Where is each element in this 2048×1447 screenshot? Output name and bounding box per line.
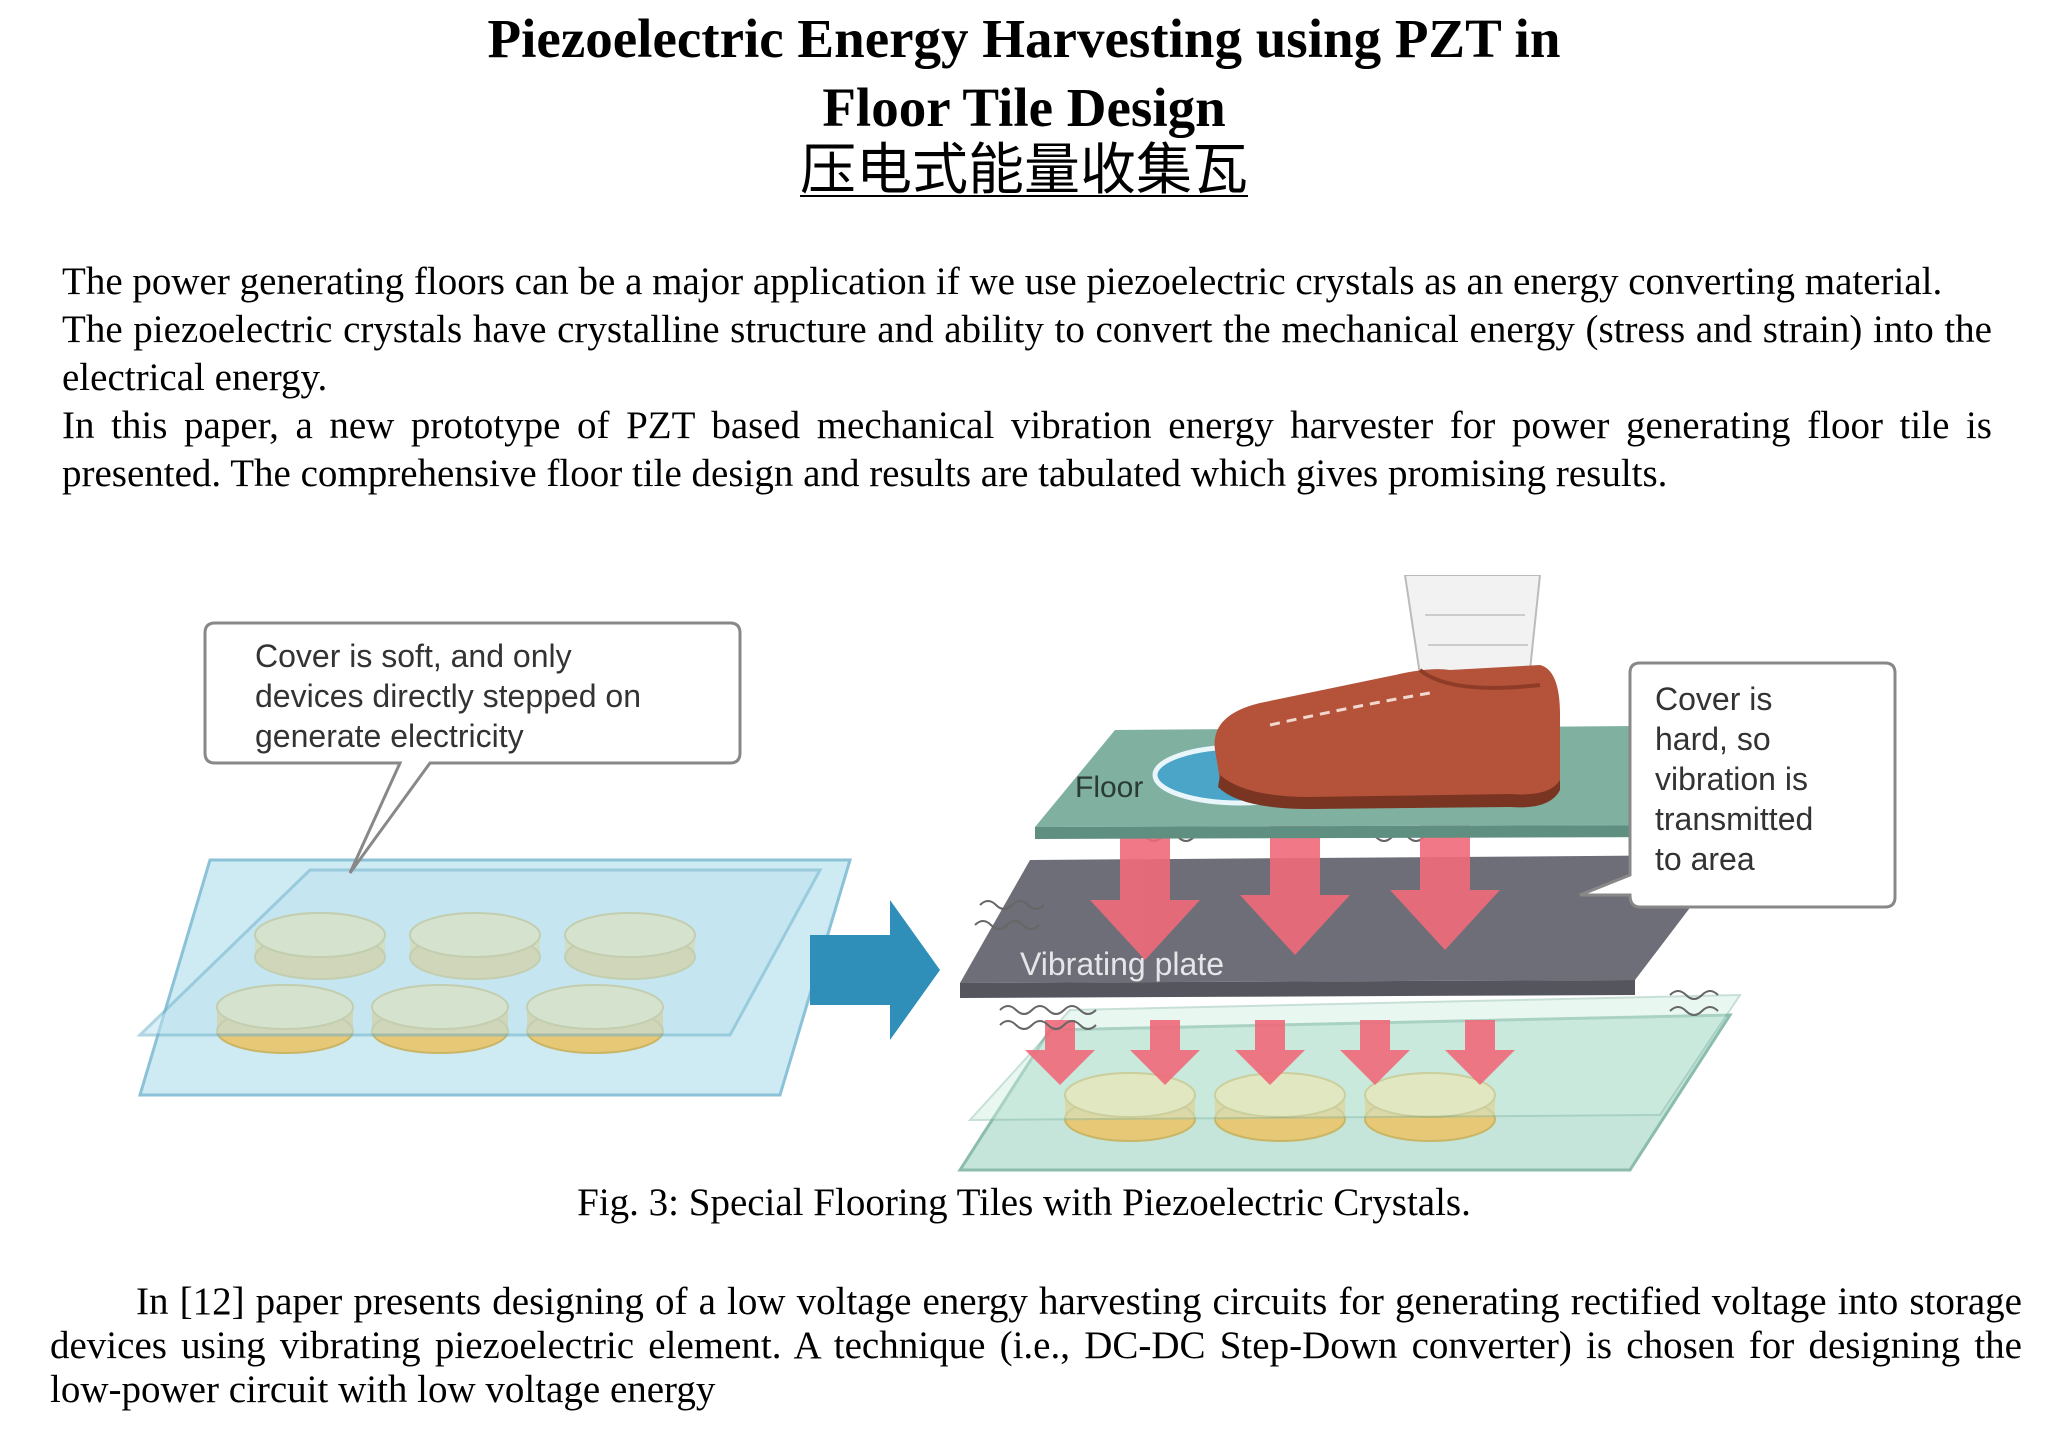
right-piezo-discs — [1064, 1072, 1496, 1142]
vibration-arrows-lower — [1025, 1020, 1515, 1085]
hard-cover-stack: Vibrating plate Floor — [957, 575, 1770, 1172]
intro-text: The power generating floors can be a maj… — [62, 258, 1992, 538]
right-callout: Cover is hard, so vibration is transmitt… — [1579, 661, 1897, 909]
body-paragraph: In [12] paper presents designing of a lo… — [50, 1280, 2022, 1411]
chinese-title: 压电式能量收集瓦 — [0, 140, 2048, 202]
vibrating-plate-label: Vibrating plate — [1020, 946, 1224, 982]
title-line-1: Piezoelectric Energy Harvesting using PZ… — [487, 8, 1561, 69]
left-callout-line-1: Cover is soft, and only — [255, 638, 572, 674]
left-callout-line-2: devices directly stepped on — [255, 678, 641, 714]
intro-paragraph-2: The piezoelectric crystals have crystall… — [62, 308, 1992, 399]
right-callout-line-1: Cover is — [1655, 681, 1772, 717]
floor-label: Floor — [1075, 771, 1143, 804]
paper-title: Piezoelectric Energy Harvesting using PZ… — [0, 4, 2048, 142]
figure-caption: Fig. 3: Special Flooring Tiles with Piez… — [577, 1181, 1471, 1224]
intro-paragraph-3: In this paper, a new prototype of PZT ba… — [62, 404, 1992, 495]
title-line-2: Floor Tile Design — [822, 77, 1226, 138]
intro-paragraph-1: The power generating floors can be a maj… — [62, 260, 1943, 303]
right-callout-line-4: transmitted — [1655, 801, 1813, 837]
left-callout-line-3: generate electricity — [255, 718, 524, 754]
transition-arrow-icon — [810, 900, 940, 1040]
chinese-title-text: 压电式能量收集瓦 — [800, 138, 1248, 203]
floor-tile-figure: Cover is soft, and only devices directly… — [136, 575, 1897, 1172]
right-callout-line-2: hard, so — [1655, 721, 1771, 757]
shoe-icon — [1214, 665, 1560, 809]
right-callout-line-3: vibration is — [1655, 761, 1808, 797]
vibration-arrows-upper — [1090, 820, 1500, 960]
trouser-leg — [1403, 575, 1542, 677]
soft-cover-stack — [136, 858, 853, 1097]
right-callout-line-5: to area — [1655, 841, 1755, 877]
left-callout: Cover is soft, and only devices directly… — [203, 621, 742, 874]
top-glass-sheet — [136, 868, 823, 1037]
